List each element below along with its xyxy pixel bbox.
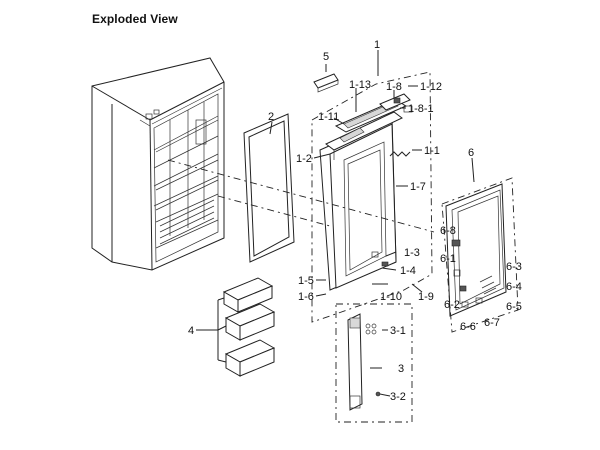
label-1-10: 1-10	[380, 291, 402, 303]
label-6-4: 6-4	[506, 281, 522, 293]
label-2: 2	[268, 111, 274, 123]
label-1-8-1: 1-8-1	[408, 103, 434, 115]
label-6-2: 6-2	[444, 299, 460, 311]
label-6-1: 6-1	[440, 253, 456, 265]
label-6: 6	[468, 147, 474, 159]
door-gasket	[243, 113, 295, 263]
label-5: 5	[323, 51, 329, 63]
label-3: 3	[398, 363, 404, 375]
label-1-1: 1-1	[424, 145, 440, 157]
label-1-12: 1-12	[420, 81, 442, 93]
label-1: 1	[374, 39, 380, 51]
label-6-8: 6-8	[440, 225, 456, 237]
label-1-5: 1-5	[298, 275, 314, 287]
door-panel	[445, 183, 507, 317]
door-top-parts	[313, 73, 413, 157]
label-6-7: 6-7	[484, 317, 500, 329]
label-6-5: 6-5	[506, 301, 522, 313]
label-1-3: 1-3	[404, 247, 420, 259]
leader-lines	[269, 50, 475, 397]
door-bins	[196, 277, 276, 377]
label-1-8: 1-8	[386, 81, 402, 93]
part-labels: 1 5 2 1-13 1-8 1-12 1-8-1 1-11 1-2 1-1 1…	[188, 39, 522, 403]
label-1-4: 1-4	[400, 265, 416, 277]
assembly-boundaries	[167, 71, 519, 423]
label-1-9: 1-9	[418, 291, 434, 303]
label-1-6: 1-6	[298, 291, 314, 303]
label-1-7: 1-7	[410, 181, 426, 193]
label-6-6: 6-6	[460, 321, 476, 333]
label-4: 4	[188, 325, 194, 337]
door-handle-bar	[347, 313, 381, 411]
label-1-13: 1-13	[349, 79, 371, 91]
diagram-title: Exploded View	[92, 12, 178, 26]
label-1-2: 1-2	[296, 153, 312, 165]
refrigerator-cabinet	[91, 57, 225, 271]
label-3-2: 3-2	[390, 391, 406, 403]
label-1-11: 1-11	[318, 111, 339, 123]
label-6-3: 6-3	[506, 261, 522, 273]
door-assembly	[319, 111, 403, 291]
label-3-1: 3-1	[390, 325, 406, 337]
